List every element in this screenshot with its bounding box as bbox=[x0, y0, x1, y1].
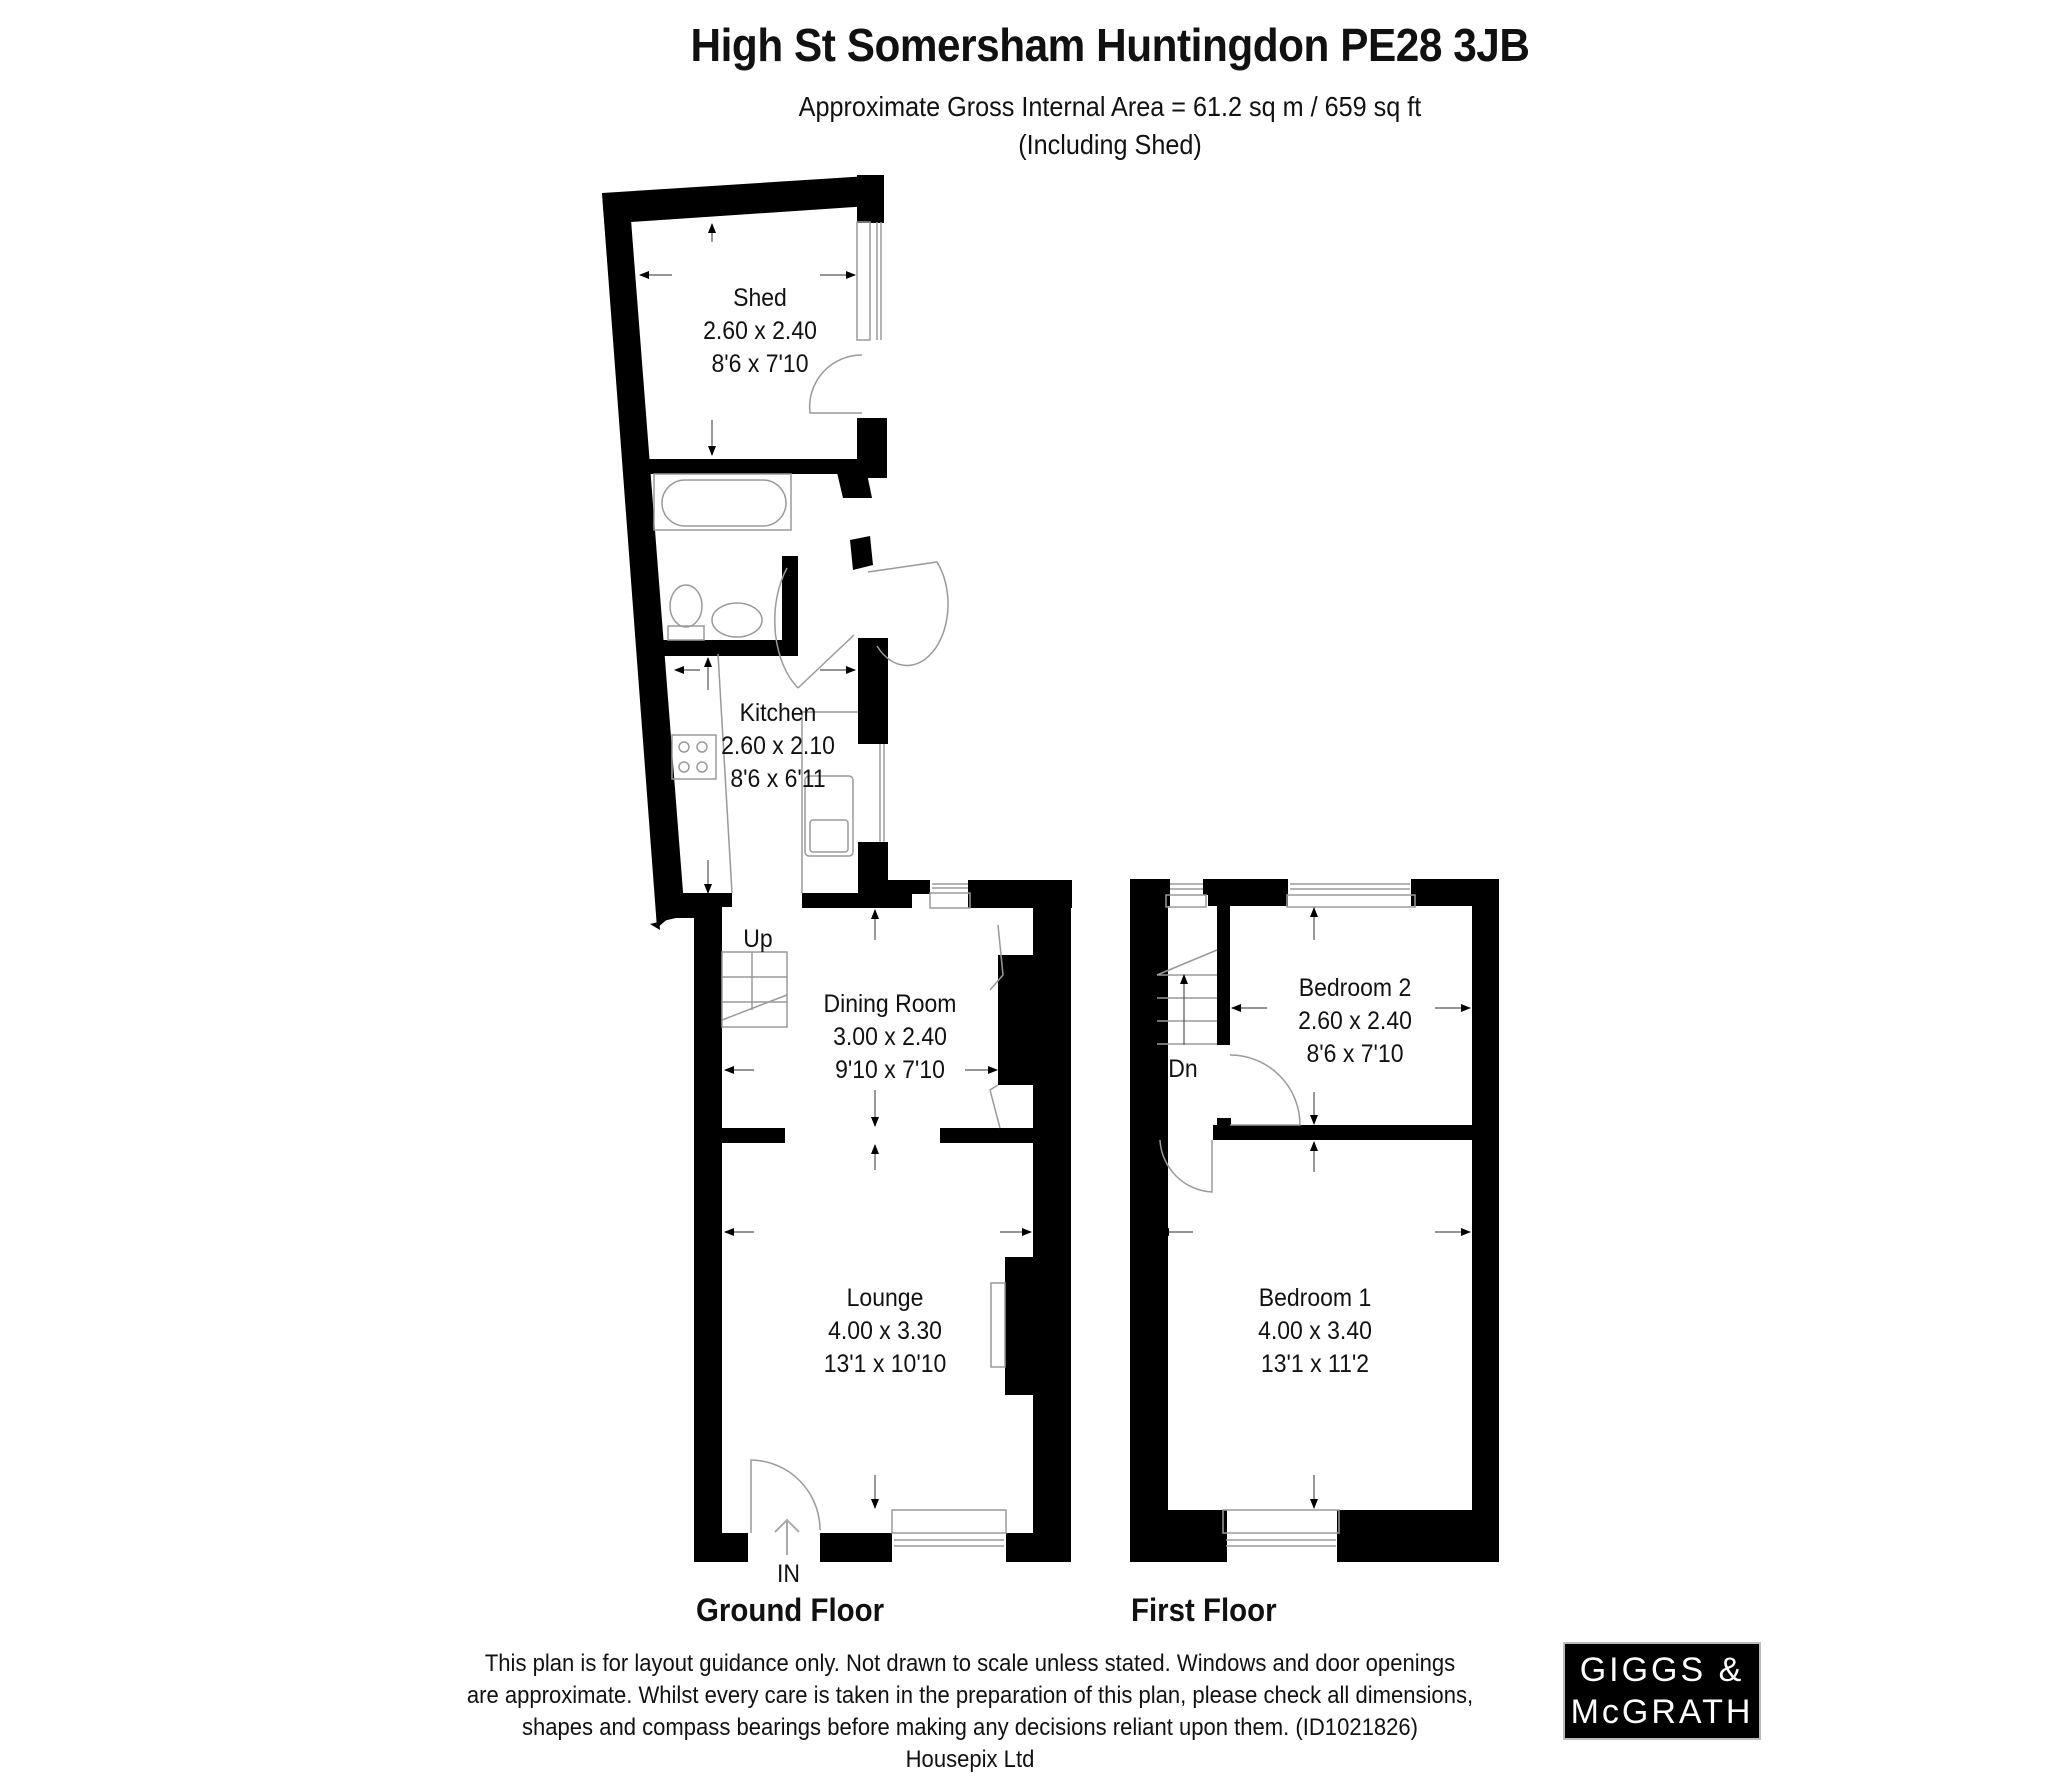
agent-logo: GIGGS & McGRATH bbox=[1563, 1642, 1761, 1740]
entrance-label: IN bbox=[777, 1560, 800, 1588]
disclaimer-line: are approximate. Whilst every care is ta… bbox=[466, 1682, 1474, 1709]
first-floor-walls bbox=[1130, 879, 1499, 1562]
room-lounge: Lounge 4.00 x 3.30 13'1 x 10'10 bbox=[793, 1282, 977, 1381]
room-name: Kitchen bbox=[739, 699, 817, 727]
room-kitchen: Kitchen 2.60 x 2.10 8'6 x 6'11 bbox=[704, 697, 851, 796]
area-summary: Approximate Gross Internal Area = 61.2 s… bbox=[782, 88, 1439, 164]
disclaimer-credit: Housepix Ltd bbox=[905, 1746, 1035, 1773]
plan-title: High St Somersham Huntingdon PE28 3JB bbox=[690, 19, 1530, 71]
room-name: Lounge bbox=[846, 1284, 924, 1312]
room-metric: 3.00 x 2.40 bbox=[833, 1023, 947, 1051]
room-name: Shed bbox=[733, 284, 787, 312]
stairs-down-label: Dn bbox=[1168, 1055, 1198, 1083]
first-floor-label: First Floor bbox=[1131, 1592, 1277, 1628]
ground-floor-fixtures bbox=[653, 221, 1007, 1555]
room-bedroom-2: Bedroom 2 2.60 x 2.40 8'6 x 7'10 bbox=[1268, 972, 1443, 1071]
room-imperial: 9'10 x 7'10 bbox=[835, 1056, 945, 1084]
room-metric: 4.00 x 3.40 bbox=[1258, 1317, 1372, 1345]
room-metric: 4.00 x 3.30 bbox=[828, 1317, 942, 1345]
room-bedroom-1: Bedroom 1 4.00 x 3.40 13'1 x 11'2 bbox=[1228, 1282, 1403, 1381]
room-name: Dining Room bbox=[823, 990, 957, 1018]
first-floor-fixtures bbox=[1156, 883, 1416, 1547]
disclaimer-line: shapes and compass bearings before makin… bbox=[521, 1714, 1419, 1741]
logo-line-2: McGRATH bbox=[1570, 1693, 1754, 1731]
room-imperial: 8'6 x 6'11 bbox=[730, 765, 826, 793]
room-name: Bedroom 1 bbox=[1258, 1284, 1372, 1312]
disclaimer: This plan is for layout guidance only. N… bbox=[462, 1648, 1479, 1776]
logo-line-1: GIGGS & bbox=[1579, 1651, 1745, 1689]
room-dining-room: Dining Room 3.00 x 2.40 9'10 x 7'10 bbox=[798, 988, 982, 1087]
room-imperial: 13'1 x 11'2 bbox=[1260, 1350, 1370, 1378]
room-imperial: 8'6 x 7'10 bbox=[1306, 1040, 1404, 1068]
room-name: Bedroom 2 bbox=[1298, 974, 1412, 1002]
ground-floor-label: Ground Floor bbox=[696, 1592, 885, 1628]
stairs-up-label: Up bbox=[743, 925, 773, 953]
disclaimer-line: This plan is for layout guidance only. N… bbox=[484, 1650, 1456, 1677]
ground-floor-walls bbox=[602, 175, 1072, 1562]
gross-internal-area: Approximate Gross Internal Area = 61.2 s… bbox=[798, 91, 1422, 122]
room-metric: 2.60 x 2.40 bbox=[703, 317, 817, 345]
room-imperial: 13'1 x 10'10 bbox=[823, 1350, 947, 1378]
ground-floor-dimension-arrows bbox=[639, 223, 1032, 1509]
room-shed: Shed 2.60 x 2.40 8'6 x 7'10 bbox=[686, 282, 833, 381]
first-floor-dimension-arrows bbox=[1159, 907, 1471, 1509]
room-imperial: 8'6 x 7'10 bbox=[711, 350, 809, 378]
room-metric: 2.60 x 2.40 bbox=[1298, 1007, 1412, 1035]
area-note: (Including Shed) bbox=[1018, 129, 1202, 160]
room-metric: 2.60 x 2.10 bbox=[721, 732, 835, 760]
